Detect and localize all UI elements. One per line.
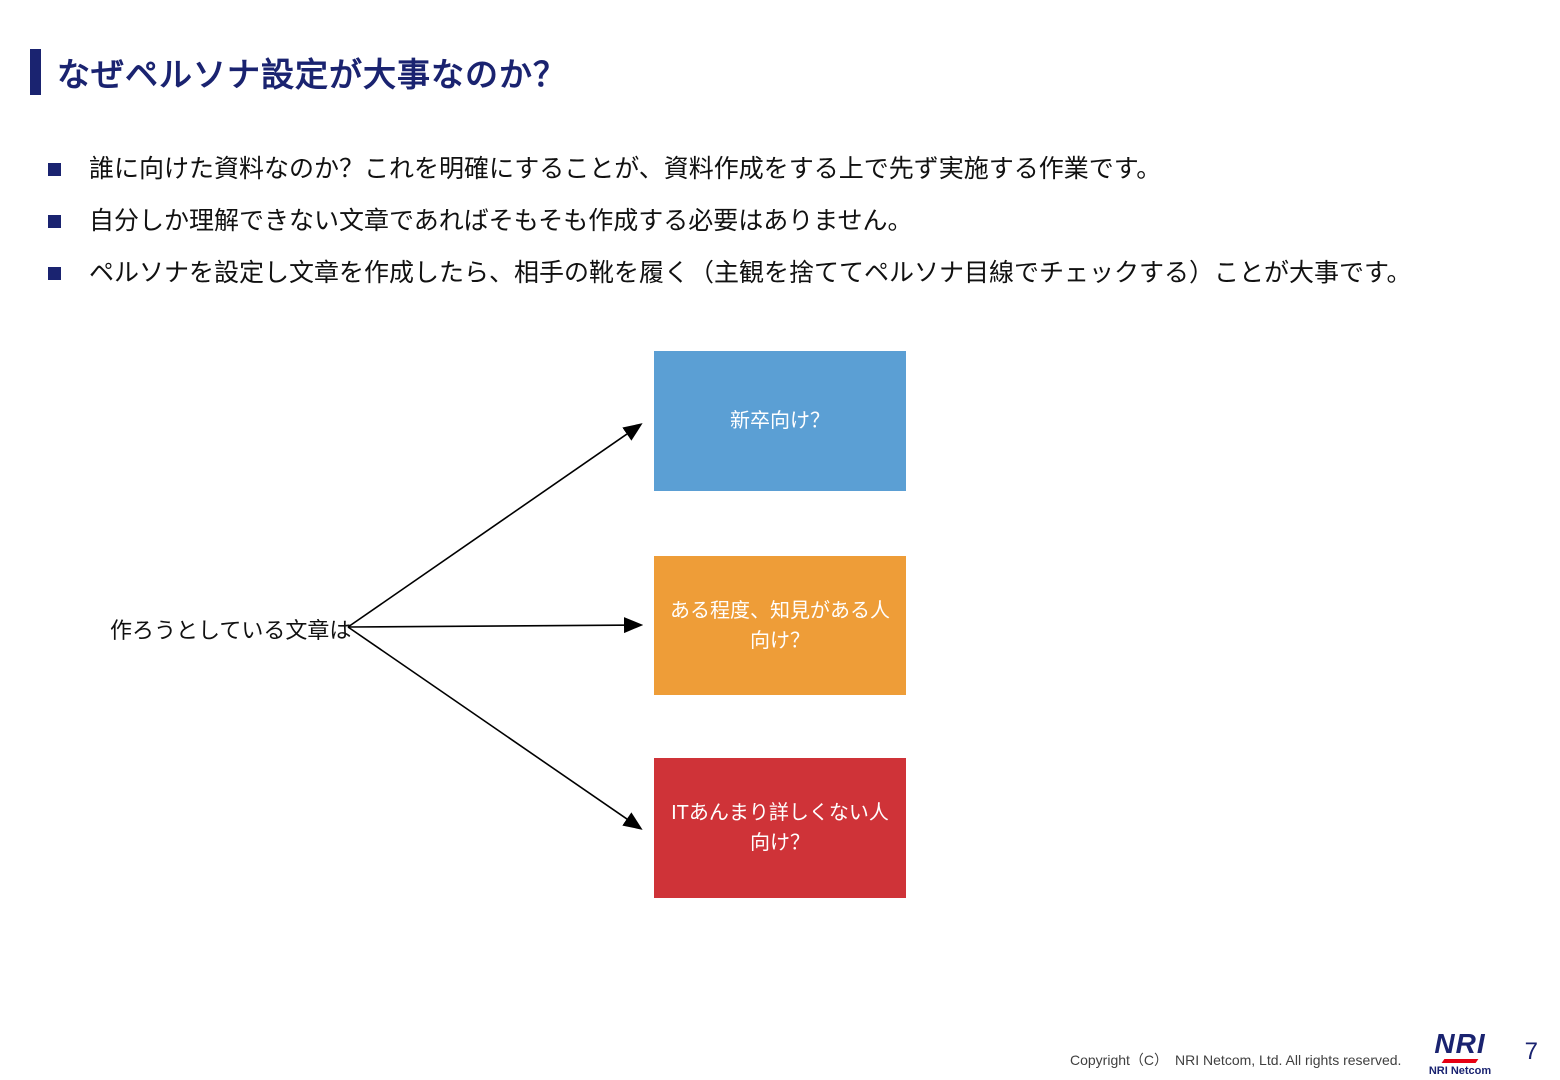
arrow-to-blue-box bbox=[347, 423, 643, 628]
copyright-text: Copyright（C） NRI Netcom, Ltd. All rights… bbox=[1070, 1052, 1402, 1068]
bullet-text: ペルソナを設定し文章を作成したら、相手の靴を履く（主観を捨ててペルソナ目線でチェ… bbox=[89, 259, 1412, 287]
square-bullet-icon bbox=[48, 163, 61, 176]
bullet-list: 誰に向けた資料なのか？これを明確にすることが、資料作成をする上で先ず実施する作業… bbox=[48, 152, 1518, 308]
page-number: 7 bbox=[1524, 1038, 1538, 1065]
nri-logo-subtext: NRI Netcom bbox=[1428, 1065, 1492, 1077]
nri-logo-text: NRI bbox=[1434, 1028, 1486, 1059]
square-bullet-icon bbox=[48, 267, 61, 280]
title-accent-bar bbox=[30, 49, 41, 95]
list-item: ペルソナを設定し文章を作成したら、相手の靴を履く（主観を捨ててペルソナ目線でチェ… bbox=[48, 256, 1518, 291]
diagram-source-label: 作ろうとしている文章は bbox=[110, 618, 352, 643]
title-block: なぜペルソナ設定が大事なのか？ bbox=[30, 48, 567, 96]
diagram-box-not-it-savvy: ITあんまり詳しくない人 向け？ bbox=[654, 758, 906, 898]
diagram-box-some-knowledge: ある程度、知見がある人 向け？ bbox=[654, 556, 906, 695]
page-title: なぜペルソナ設定が大事なのか？ bbox=[57, 56, 567, 93]
diagram-box-new-grads: 新卒向け？ bbox=[654, 351, 906, 491]
nri-netcom-logo: NRI NRI Netcom bbox=[1424, 1028, 1496, 1078]
bullet-text: 自分しか理解できない文章であればそもそも作成する必要はありません。 bbox=[89, 207, 913, 235]
arrow-to-orange-box bbox=[347, 617, 644, 634]
square-bullet-icon bbox=[48, 215, 61, 228]
bullet-text: 誰に向けた資料なのか？これを明確にすることが、資料作成をする上で先ず実施する作業… bbox=[89, 155, 1162, 183]
arrow-to-red-box bbox=[347, 626, 643, 830]
list-item: 自分しか理解できない文章であればそもそも作成する必要はありません。 bbox=[48, 204, 1518, 239]
list-item: 誰に向けた資料なのか？これを明確にすることが、資料作成をする上で先ず実施する作業… bbox=[48, 152, 1518, 187]
nri-logo-red-stroke-icon bbox=[1441, 1059, 1479, 1063]
